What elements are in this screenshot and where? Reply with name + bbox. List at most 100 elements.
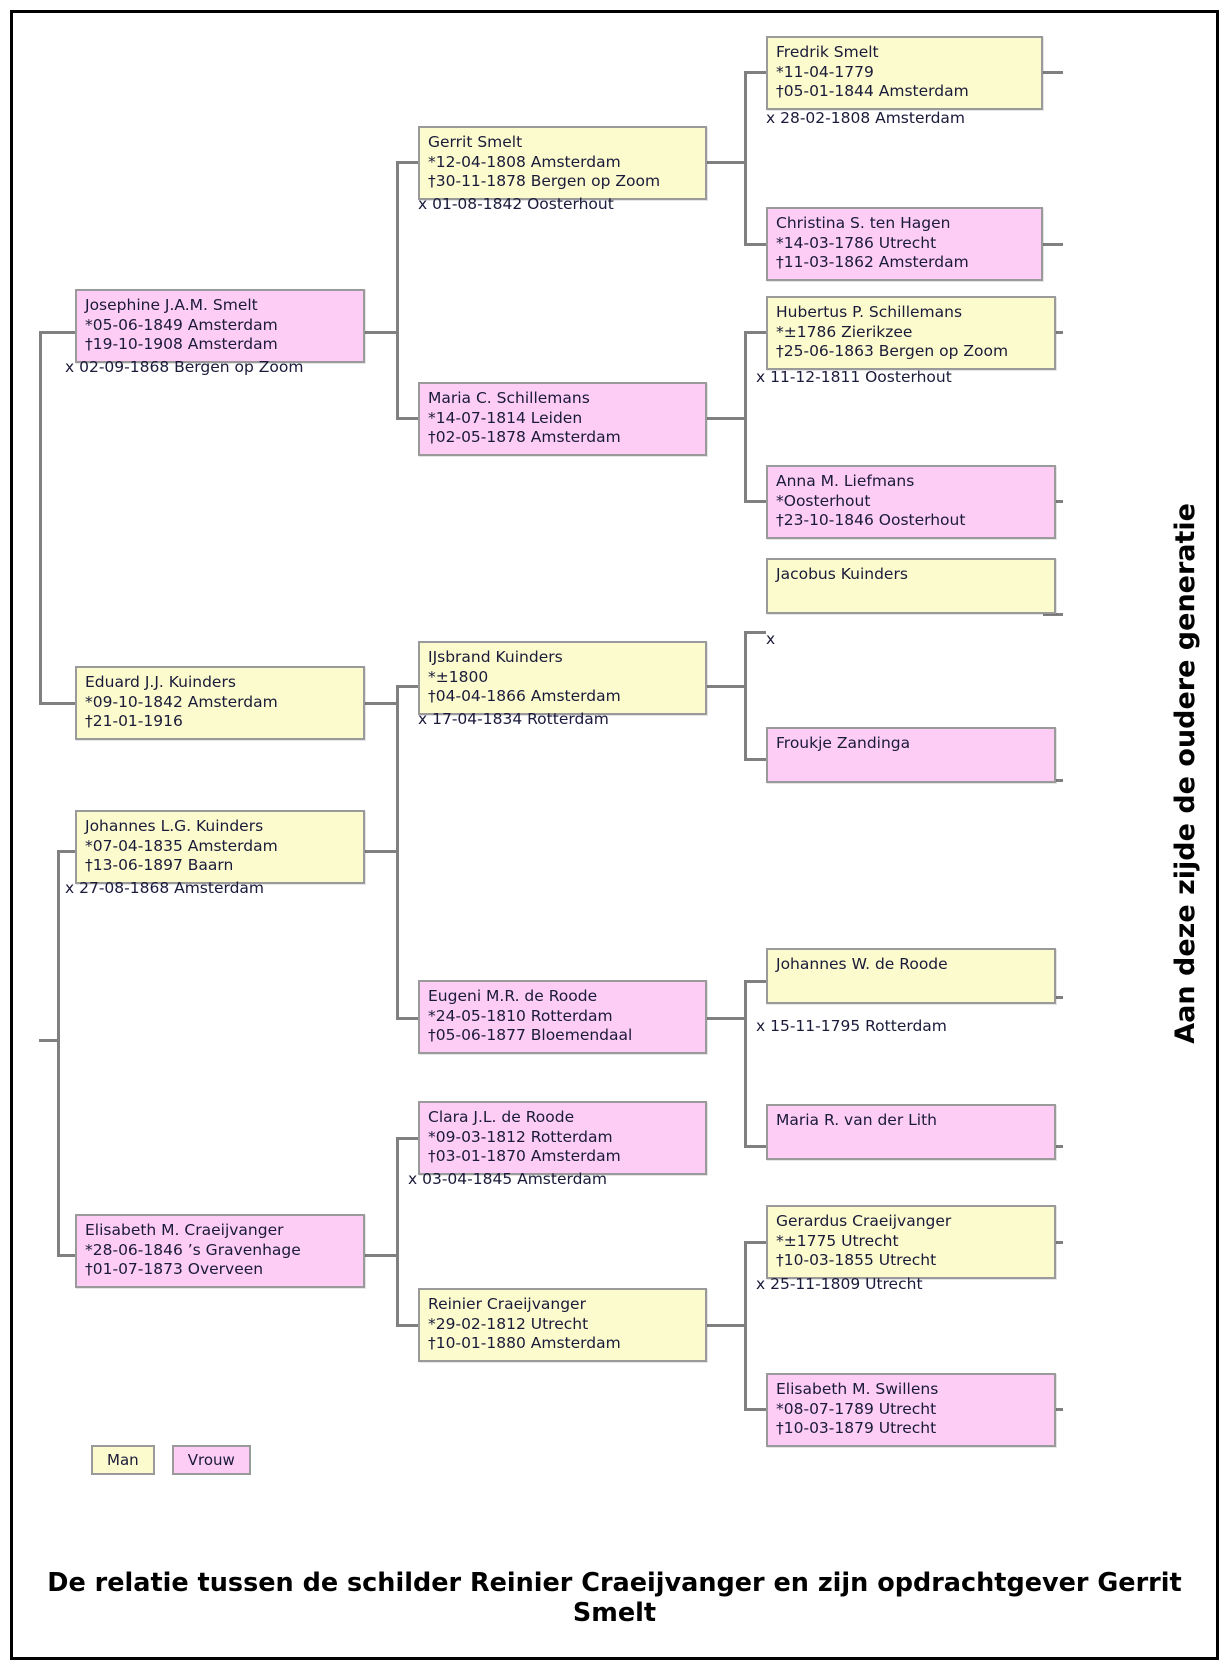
person-death: †23-10-1846 Oosterhout [776, 511, 966, 529]
person-box-eugeni[interactable]: Eugeni M.R. de Roode *24-05-1810 Rotterd… [418, 980, 707, 1054]
person-death: †01-07-1873 Overveen [85, 1260, 264, 1278]
connector-root-vertical [39, 331, 42, 705]
connector-johanneswr-in [744, 980, 766, 983]
connector-couple2-vertical [57, 850, 60, 1256]
person-name: Eduard J.J. Kuinders [85, 673, 236, 691]
marriage-hubertus-anna: x 11-12-1811 Oosterhout [756, 368, 952, 386]
person-box-froukje[interactable]: Froukje Zandinga [766, 727, 1056, 783]
person-box-eduard[interactable]: Eduard J.J. Kuinders *09-10-1842 Amsterd… [75, 666, 365, 740]
person-box-mariavdl[interactable]: Maria R. van der Lith [766, 1104, 1056, 1160]
person-box-mariasch[interactable]: Maria C. Schillemans *14-07-1814 Leiden … [418, 382, 707, 456]
person-box-anna[interactable]: Anna M. Liefmans *Oosterhout †23-10-1846… [766, 465, 1056, 539]
person-box-reinier[interactable]: Reinier Craeijvanger *29-02-1812 Utrecht… [418, 1288, 707, 1362]
connector-couple2-top [57, 850, 77, 853]
person-death: †30-11-1878 Bergen op Zoom [428, 172, 661, 190]
person-death: †10-03-1855 Utrecht [776, 1251, 937, 1269]
connector-gerrit-parents-vertical [744, 71, 747, 246]
connector-christina-in [744, 243, 766, 246]
connector-josephine-out [359, 331, 399, 334]
person-name: Eugeni M.R. de Roode [428, 987, 598, 1005]
legend-item-vrouw: Vrouw [171, 1445, 251, 1475]
person-birth: *±1786 Zierikzee [776, 322, 913, 341]
person-box-clara[interactable]: Clara J.L. de Roode *09-03-1812 Rotterda… [418, 1101, 707, 1175]
person-box-ijsbrand[interactable]: IJsbrand Kuinders *±1800 †04-04-1866 Ams… [418, 641, 707, 715]
family-tree-canvas: Fredrik Smelt *11-04-1779 †05-01-1844 Am… [13, 13, 1216, 1657]
connector-root-top [39, 331, 75, 334]
legend: Man Vrouw [91, 1445, 263, 1475]
connector-eugeni-parents-vertical [744, 980, 747, 1148]
connector-gerrit-out [707, 161, 747, 164]
person-birth: *29-02-1812 Utrecht [428, 1314, 589, 1333]
marriage-johannesk-elisabethc: x 27-08-1868 Amsterdam [65, 879, 265, 897]
person-name: Anna M. Liefmans [776, 472, 915, 490]
connector-elisabethc-parents-vertical [396, 1137, 399, 1327]
person-death: †25-06-1863 Bergen op Zoom [776, 342, 1009, 360]
marriage-gerrit-maria: x 01-08-1842 Oosterhout [418, 195, 614, 213]
person-birth: *14-03-1786 Utrecht [776, 233, 937, 252]
person-box-elisabethc[interactable]: Elisabeth M. Craeijvanger *28-06-1846 ’s… [75, 1214, 365, 1288]
person-death: †05-06-1877 Bloemendaal [428, 1026, 633, 1044]
person-death: †04-04-1866 Amsterdam [428, 687, 621, 705]
connector-fredrik-in [744, 71, 766, 74]
person-name: IJsbrand Kuinders [428, 648, 563, 666]
person-box-hubertus[interactable]: Hubertus P. Schillemans *±1786 Zierikzee… [766, 296, 1056, 370]
person-name: Froukje Zandinga [776, 734, 911, 752]
person-name: Clara J.L. de Roode [428, 1108, 575, 1126]
person-birth: *07-04-1835 Amsterdam [85, 836, 278, 855]
person-death: †03-01-1870 Amsterdam [428, 1147, 621, 1165]
connector-gerardus-in [744, 1241, 766, 1244]
connector-couple2-bottom [57, 1254, 77, 1257]
person-birth: *08-07-1789 Utrecht [776, 1399, 937, 1418]
person-name: Maria R. van der Lith [776, 1111, 937, 1129]
person-name: Johannes W. de Roode [776, 955, 948, 973]
person-box-gerrit[interactable]: Gerrit Smelt *12-04-1808 Amsterdam †30-1… [418, 126, 707, 200]
connector-mariasch-parents-vertical [744, 331, 747, 503]
connector-jacobus-in [744, 631, 766, 634]
person-box-elisabeths[interactable]: Elisabeth M. Swillens *08-07-1789 Utrech… [766, 1373, 1056, 1447]
person-death: †10-01-1880 Amsterdam [428, 1334, 621, 1352]
person-death: †10-03-1879 Utrecht [776, 1419, 937, 1437]
connector-mariasch-in [396, 417, 418, 420]
person-death: †13-06-1897 Baarn [85, 856, 234, 874]
person-birth: *11-04-1779 [776, 62, 874, 81]
connector-johannesk-out [359, 850, 399, 853]
person-birth: *28-06-1846 ’s Gravenhage [85, 1240, 301, 1259]
connector-josephine-parents-vertical [396, 161, 399, 420]
connector-root-bottom [39, 702, 75, 705]
person-birth: *24-05-1810 Rotterdam [428, 1006, 613, 1025]
connector-johannesk-parents-vertical [396, 685, 399, 1019]
person-box-christina[interactable]: Christina S. ten Hagen *14-03-1786 Utrec… [766, 207, 1043, 281]
person-name: Gerrit Smelt [428, 133, 523, 151]
connector-reinier-out [707, 1324, 747, 1327]
connector-eugeni-out [707, 1017, 747, 1020]
person-box-jacobus[interactable]: Jacobus Kuinders [766, 558, 1056, 614]
marriage-clara-reinier: x 03-04-1845 Amsterdam [408, 1170, 608, 1188]
person-death: †19-10-1908 Amsterdam [85, 335, 278, 353]
person-death: †02-05-1878 Amsterdam [428, 428, 621, 446]
marriage-jacobus-froukje: x [766, 630, 776, 648]
stub-jacobus [1043, 613, 1063, 616]
person-name: Reinier Craeijvanger [428, 1295, 586, 1313]
person-birth: *±1800 [428, 667, 489, 686]
connector-ijsbrand-in [396, 685, 418, 688]
person-box-fredrik[interactable]: Fredrik Smelt *11-04-1779 †05-01-1844 Am… [766, 36, 1043, 110]
person-box-gerardus[interactable]: Gerardus Craeijvanger *±1775 Utrecht †10… [766, 1205, 1056, 1279]
connector-anna-in [744, 500, 766, 503]
marriage-johanneswr-mariavdl: x 15-11-1795 Rotterdam [756, 1017, 947, 1035]
person-birth: *14-07-1814 Leiden [428, 408, 583, 427]
person-name: Johannes L.G. Kuinders [85, 817, 264, 835]
person-birth: *Oosterhout [776, 491, 871, 510]
connector-gerrit-in [396, 161, 418, 164]
side-caption: Aan deze zijde de oudere generatie [1170, 503, 1201, 1044]
person-box-johanneswr[interactable]: Johannes W. de Roode [766, 948, 1056, 1004]
connector-reinier-parents-vertical [744, 1241, 747, 1411]
person-box-johannesk[interactable]: Johannes L.G. Kuinders *07-04-1835 Amste… [75, 810, 365, 884]
person-box-josephine[interactable]: Josephine J.A.M. Smelt *05-06-1849 Amste… [75, 289, 365, 363]
person-name: Gerardus Craeijvanger [776, 1212, 952, 1230]
person-name: Christina S. ten Hagen [776, 214, 951, 232]
person-birth: *±1775 Utrecht [776, 1231, 899, 1250]
connector-couple2-stub [39, 1039, 59, 1042]
person-name: Jacobus Kuinders [776, 565, 908, 583]
connector-mariasch-out [707, 417, 747, 420]
person-name: Maria C. Schillemans [428, 389, 590, 407]
